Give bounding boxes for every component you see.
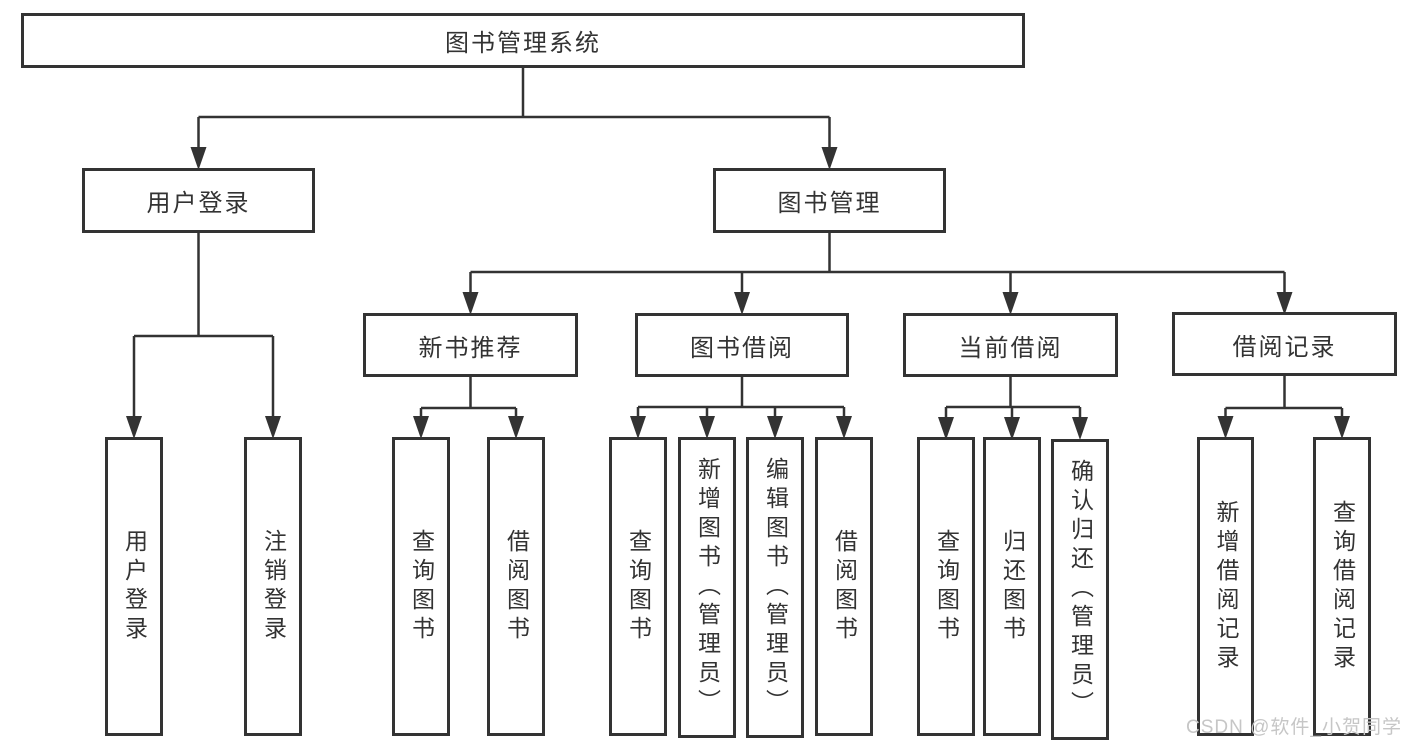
leaf-add-borrow-record: 新增借阅记录: [1197, 437, 1254, 736]
node-borrow-records-label: 借阅记录: [1232, 333, 1337, 361]
leaf-add-book-admin-label: 新增图书（管理员）: [694, 457, 721, 718]
leaf-query-books-current: 查询图书: [917, 437, 975, 736]
leaf-confirm-return-admin-label: 确认归还（管理员）: [1067, 459, 1094, 720]
leaf-edit-book-admin: 编辑图书（管理员）: [746, 437, 804, 738]
leaf-borrow-books-recommend: 借阅图书: [487, 437, 545, 736]
leaf-user-login-label: 用户登录: [121, 528, 148, 645]
node-user-login-label: 用户登录: [146, 190, 251, 217]
node-user-login: 用户登录: [82, 168, 315, 233]
leaf-edit-book-admin-label: 编辑图书（管理员）: [762, 457, 789, 718]
leaf-query-books-recommend-label: 查询图书: [408, 528, 435, 645]
leaf-query-books-recommend: 查询图书: [392, 437, 450, 736]
leaf-query-books-current-label: 查询图书: [933, 528, 960, 645]
node-root-label: 图书管理系统: [445, 30, 601, 57]
leaf-logout-label: 注销登录: [260, 528, 287, 645]
leaf-query-books-borrow-label: 查询图书: [625, 528, 652, 645]
leaf-return-book: 归还图书: [983, 437, 1041, 736]
node-new-book-recommend: 新书推荐: [363, 313, 578, 377]
leaf-logout: 注销登录: [244, 437, 302, 736]
node-root: 图书管理系统: [21, 13, 1025, 68]
leaf-confirm-return-admin: 确认归还（管理员）: [1051, 439, 1109, 740]
node-current-borrow-label: 当前借阅: [958, 334, 1063, 362]
node-book-borrow-label: 图书借阅: [690, 334, 794, 362]
leaf-query-borrow-record-label: 查询借阅记录: [1329, 499, 1356, 674]
node-new-book-recommend-label: 新书推荐: [418, 334, 523, 362]
leaf-query-books-borrow: 查询图书: [609, 437, 667, 736]
leaf-query-borrow-record: 查询借阅记录: [1313, 437, 1371, 736]
leaf-borrow-books-borrow: 借阅图书: [815, 437, 873, 736]
node-current-borrow: 当前借阅: [903, 313, 1118, 377]
leaf-user-login: 用户登录: [105, 437, 163, 736]
leaf-borrow-books-recommend-label: 借阅图书: [503, 528, 530, 645]
node-book-management-label: 图书管理: [777, 190, 882, 217]
leaf-borrow-books-borrow-label: 借阅图书: [831, 528, 858, 645]
leaf-add-borrow-record-label: 新增借阅记录: [1213, 499, 1239, 674]
leaf-add-book-admin: 新增图书（管理员）: [678, 437, 736, 738]
node-book-borrow: 图书借阅: [635, 313, 849, 377]
node-borrow-records: 借阅记录: [1172, 312, 1397, 376]
csdn-watermark: CSDN @软件_小贺同学: [1186, 717, 1402, 738]
leaf-return-book-label: 归还图书: [999, 528, 1026, 645]
node-book-management: 图书管理: [713, 168, 946, 233]
